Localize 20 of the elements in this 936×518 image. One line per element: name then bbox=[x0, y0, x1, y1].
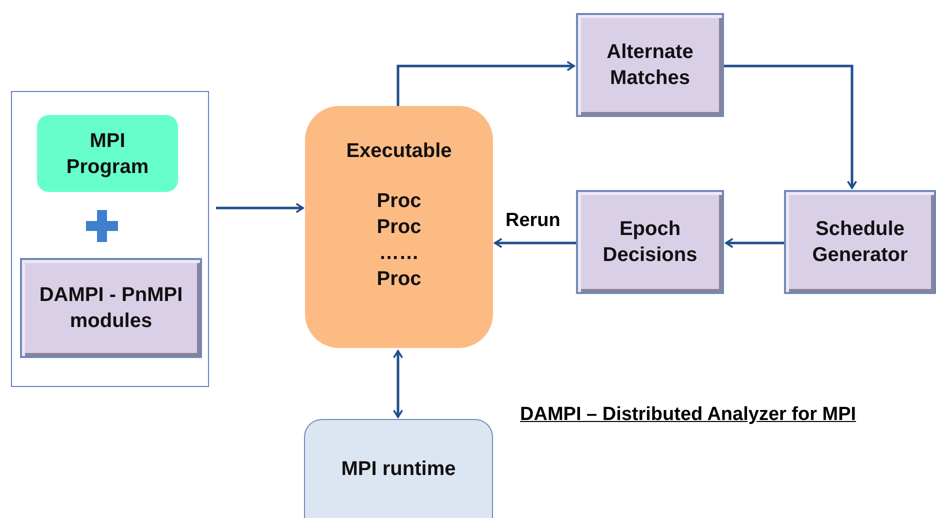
node-text: DAMPI - PnMPI modules bbox=[38, 283, 184, 334]
modules-box bbox=[20, 258, 202, 358]
node-text: …… bbox=[379, 241, 419, 266]
node-text: Proc bbox=[376, 215, 422, 240]
node-heading: Executable bbox=[346, 139, 452, 164]
node-text: Proc bbox=[376, 189, 422, 214]
node-text: MPI runtime bbox=[341, 457, 456, 482]
executable-box bbox=[305, 106, 493, 348]
group-panel bbox=[11, 91, 209, 387]
runtime-box bbox=[304, 419, 493, 518]
node-text: MPI Program bbox=[65, 128, 150, 180]
process-box bbox=[784, 190, 936, 294]
process-box bbox=[576, 190, 724, 294]
process-box bbox=[576, 13, 724, 117]
diagram-caption: DAMPI – Distributed Analyzer for MPI bbox=[520, 404, 856, 426]
node-text: Proc bbox=[376, 267, 422, 292]
node-text: Epoch Decisions bbox=[602, 217, 698, 268]
node-text: Schedule Generator bbox=[811, 217, 909, 268]
program-box bbox=[37, 115, 178, 192]
node-text: Alternate Matches bbox=[606, 40, 694, 91]
